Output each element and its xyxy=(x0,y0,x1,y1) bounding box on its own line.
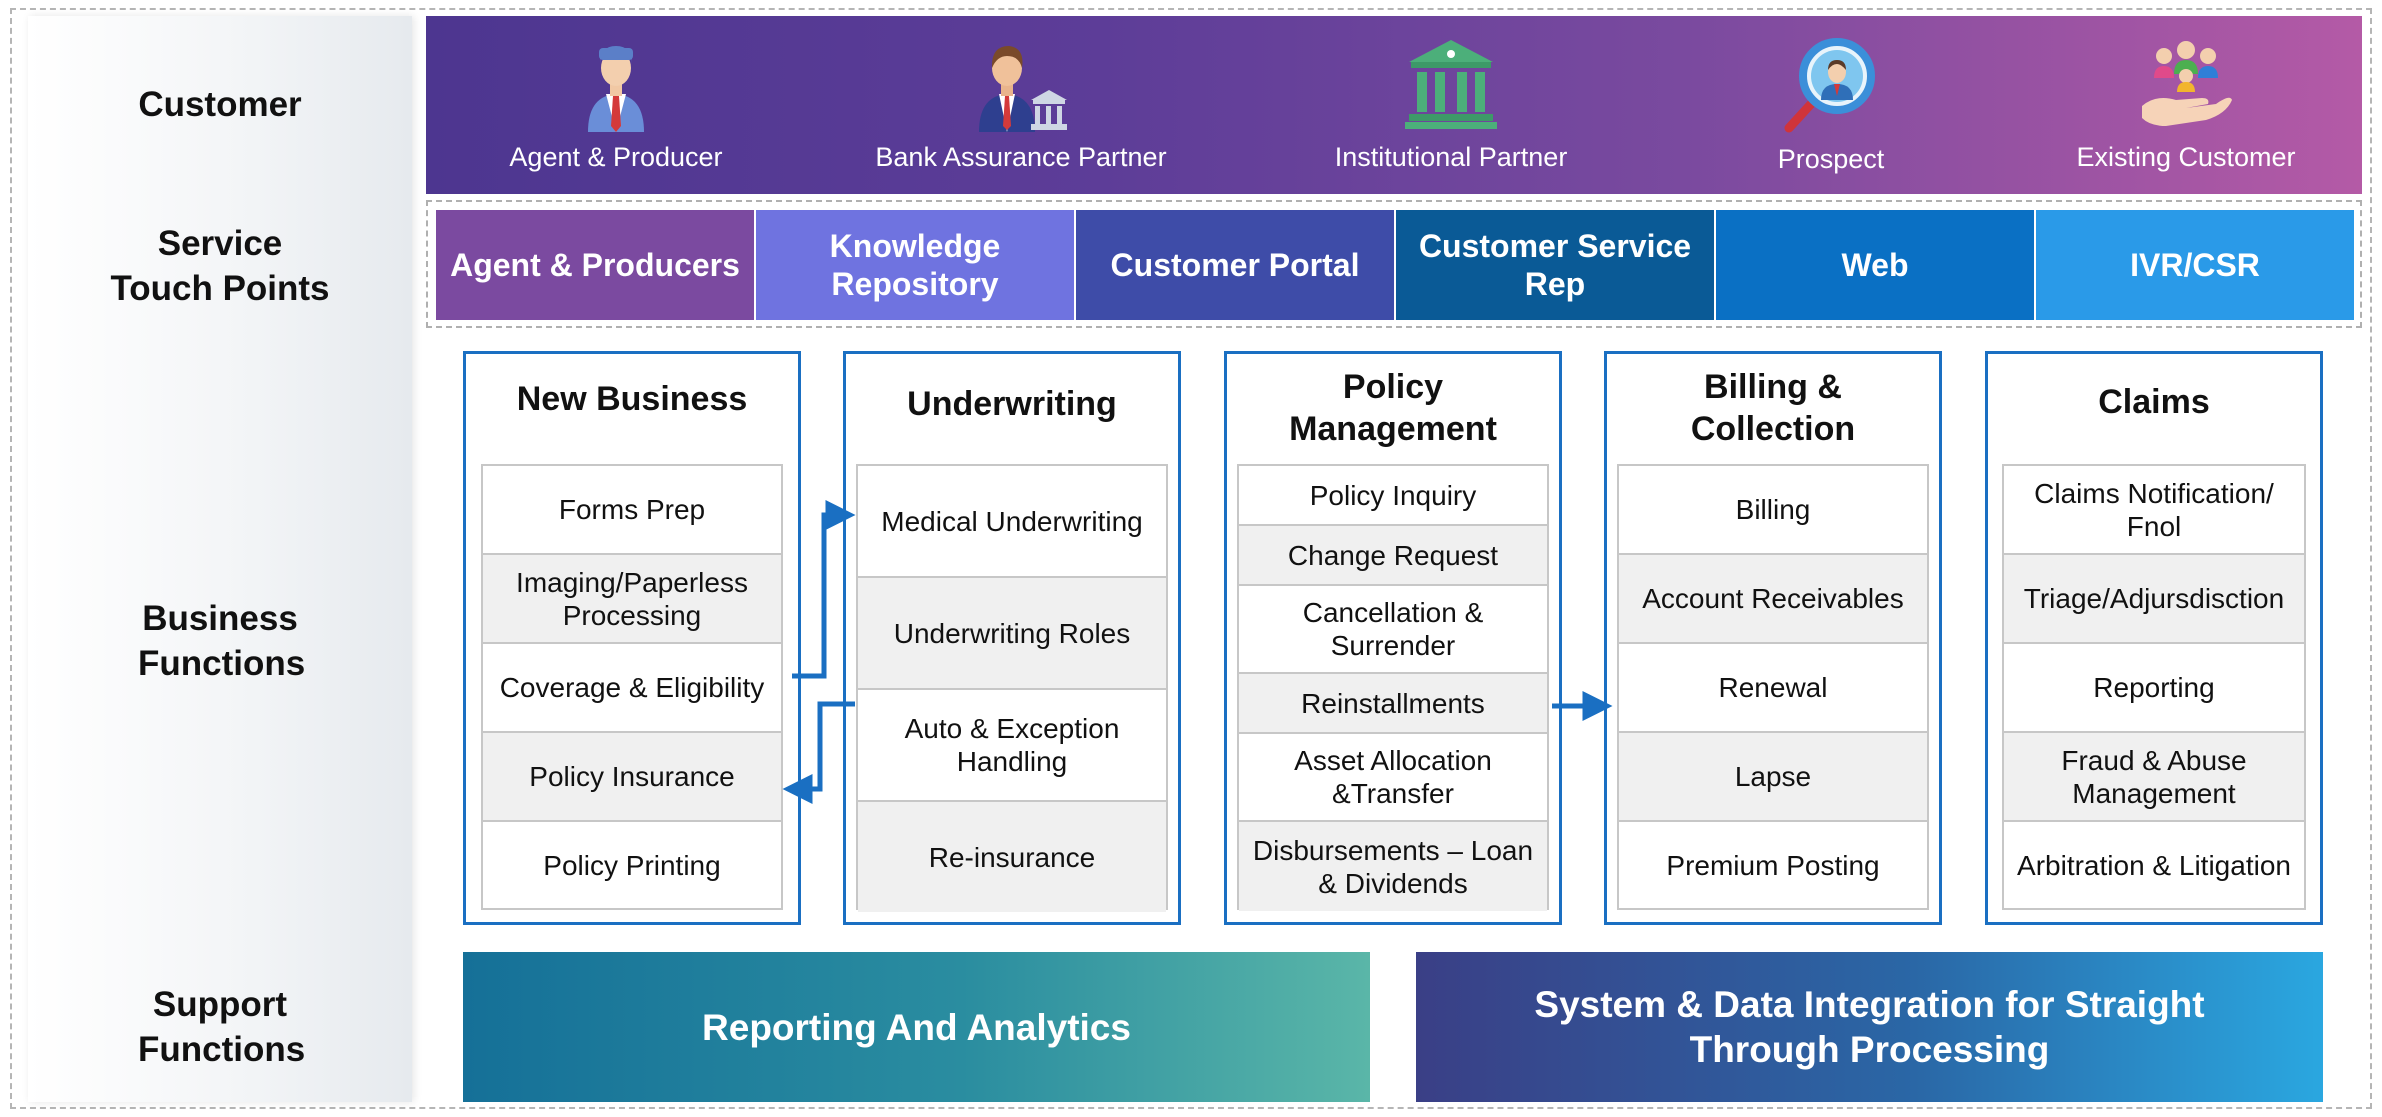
touch-point-web: Web xyxy=(1716,210,2036,320)
function-item: Lapse xyxy=(1619,733,1927,822)
customer-agent-producer: Agent & Producer xyxy=(426,16,806,194)
function-item: Triage/Adjursdisction xyxy=(2004,555,2304,644)
customer-institutional-partner: Institutional Partner xyxy=(1246,16,1656,194)
function-title: Policy Management xyxy=(1289,368,1497,448)
function-item: Disbursements – Loan & Dividends xyxy=(1239,822,1547,911)
customer-prospect: Prospect xyxy=(1666,16,1996,194)
function-item: Policy Printing xyxy=(543,850,721,881)
support-system-data-integration: System & Data Integration for Straight T… xyxy=(1416,952,2323,1102)
function-item: Imaging/Paperless Processing xyxy=(483,555,781,644)
function-item-list: Policy Inquiry Change Request Cancellati… xyxy=(1237,464,1549,911)
customer-label: Agent & Producer xyxy=(509,142,723,172)
service-touch-points-row-label: Service Touch Points xyxy=(110,224,330,308)
business-function-policy-management: Policy Management Policy Inquiry Change … xyxy=(1224,351,1562,925)
customer-label: Existing Customer xyxy=(2076,142,2296,172)
function-item: Arbitration & Litigation xyxy=(2017,850,2291,881)
prospect-icon xyxy=(1784,38,1875,133)
function-item: Medical Underwriting xyxy=(858,466,1166,578)
business-functions-row-label: Business Functions xyxy=(138,599,306,683)
business-function-billing-collection: Billing & Collection Billing Account Rec… xyxy=(1604,351,1942,925)
customer-label: Prospect xyxy=(1777,144,1885,174)
function-item: Fraud & Abuse Management xyxy=(2004,733,2304,822)
function-item: Policy Inquiry xyxy=(1239,466,1547,526)
function-item: Reporting xyxy=(2004,644,2304,733)
business-function-new-business: New Business Forms Prep Imaging/Paperles… xyxy=(463,351,801,925)
touch-point-ivr-csr: IVR/CSR xyxy=(2036,210,2354,320)
function-item: Coverage & Eligibility xyxy=(483,644,781,733)
touch-point-agent-producers: Agent & Producers xyxy=(436,210,756,320)
function-item: Account Receivables xyxy=(1619,555,1927,644)
function-item: Reinstallments xyxy=(1239,674,1547,734)
function-item: Forms Prep xyxy=(483,466,781,555)
existing-customer-icon xyxy=(2142,41,2232,126)
function-title: Claims xyxy=(2098,383,2210,421)
support-reporting-analytics: Reporting And Analytics xyxy=(463,952,1370,1102)
touch-point-knowledge-repository: Knowledge Repository xyxy=(756,210,1076,320)
function-item: Auto & Exception Handling xyxy=(858,690,1166,802)
function-item: Billing xyxy=(1619,466,1927,555)
customer-bank-assurance-partner: Bank Assurance Partner xyxy=(816,16,1226,194)
support-functions-row-label: Support Functions xyxy=(138,985,306,1069)
outer-frame xyxy=(10,8,2372,1109)
touch-point-customer-service-rep: Customer Service Rep xyxy=(1396,210,1716,320)
function-item-list: Forms Prep Imaging/Paperless Processing … xyxy=(481,464,783,910)
bank-partner-icon xyxy=(979,46,1067,132)
business-function-claims: Claims Claims Notification/ Fnol Triage/… xyxy=(1985,351,2323,925)
function-item-list: Claims Notification/ Fnol Triage/Adjursd… xyxy=(2002,464,2306,910)
function-item: Renewal xyxy=(1619,644,1927,733)
function-item: Premium Posting xyxy=(1666,850,1880,881)
function-title: Underwriting xyxy=(907,385,1117,423)
function-title: New Business xyxy=(516,380,748,418)
function-item: Cancellation & Surrender xyxy=(1239,586,1547,674)
function-item: Re-insurance xyxy=(858,802,1166,912)
customer-banner: Agent & Producer Bank Assurance Partner xyxy=(426,16,2362,194)
function-item-list: Billing Account Receivables Renewal Laps… xyxy=(1617,464,1929,910)
business-function-underwriting: Underwriting Medical Underwriting Underw… xyxy=(843,351,1181,925)
customer-existing-customer: Existing Customer xyxy=(2016,16,2356,194)
institution-icon xyxy=(1405,40,1497,129)
customer-label: Bank Assurance Partner xyxy=(875,142,1167,172)
function-title: Billing & Collection xyxy=(1690,368,1856,448)
function-item: Asset Allocation &Transfer xyxy=(1239,734,1547,822)
function-item: Change Request xyxy=(1239,526,1547,586)
customer-row-label: Customer xyxy=(138,85,302,124)
agent-icon xyxy=(588,46,644,132)
touch-point-customer-portal: Customer Portal xyxy=(1076,210,1396,320)
service-touch-points-frame xyxy=(426,200,2362,328)
function-item: Underwriting Roles xyxy=(858,578,1166,690)
function-item: Claims Notification/ Fnol xyxy=(2004,466,2304,555)
customer-label: Institutional Partner xyxy=(1334,142,1568,172)
function-item-list: Medical Underwriting Underwriting Roles … xyxy=(856,464,1168,912)
row-label-column xyxy=(28,16,412,1102)
function-item: Policy Insurance xyxy=(483,733,781,822)
